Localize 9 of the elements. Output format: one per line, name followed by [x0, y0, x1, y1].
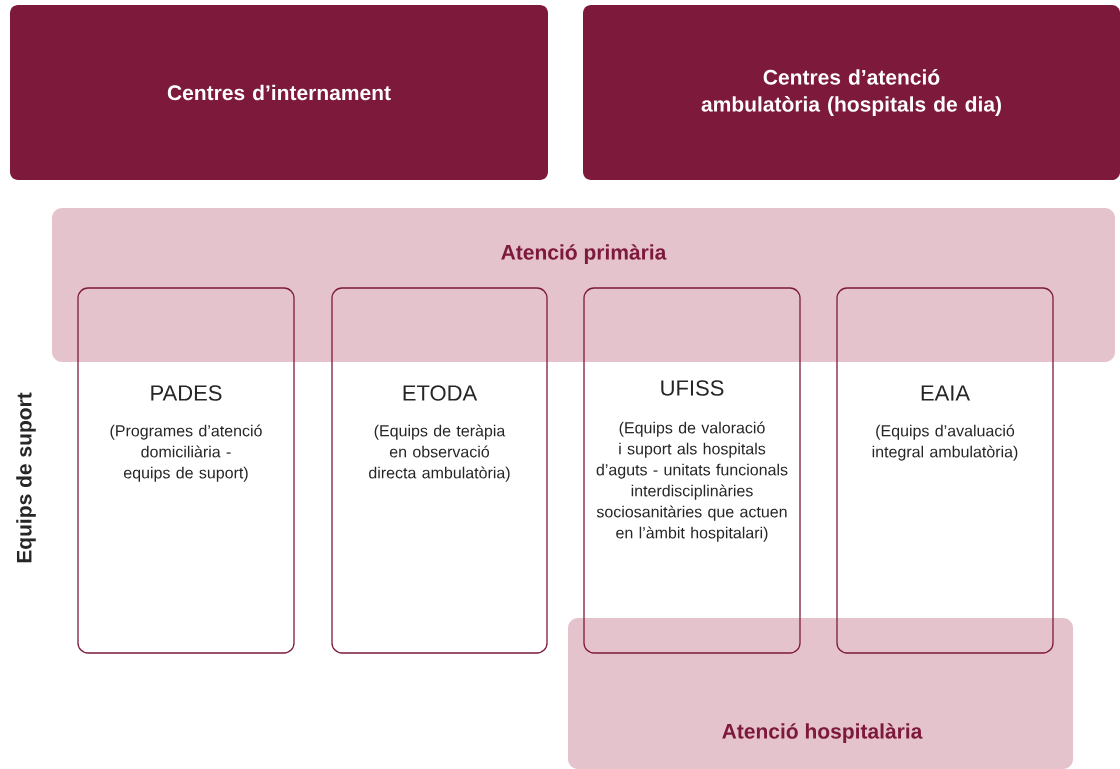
category-box: Centres d’internament [10, 5, 548, 180]
band: Atenció primària [52, 208, 1115, 362]
band: Atenció hospitalària [568, 618, 1073, 769]
team-box: UFISS (Equips de valoració i suport als hospitals d’aguts - unitats funcionals interdisciplinàries sociosanitàries que actuen en l’àmbit hospitalari) [583, 287, 801, 654]
category-box: Centres d’atenció ambulatòria (hospitals de dia) [583, 5, 1120, 180]
side-label: Equips de suport [16, 392, 36, 563]
team-box: EAIA (Equips d’avaluació integral ambulatòria) [836, 287, 1054, 654]
team-box: ETODA (Equips de teràpia en observació directa ambulatòria) [331, 287, 548, 654]
team-box: PADES (Programes d’atenció domiciliària - equips de suport) [77, 287, 295, 654]
